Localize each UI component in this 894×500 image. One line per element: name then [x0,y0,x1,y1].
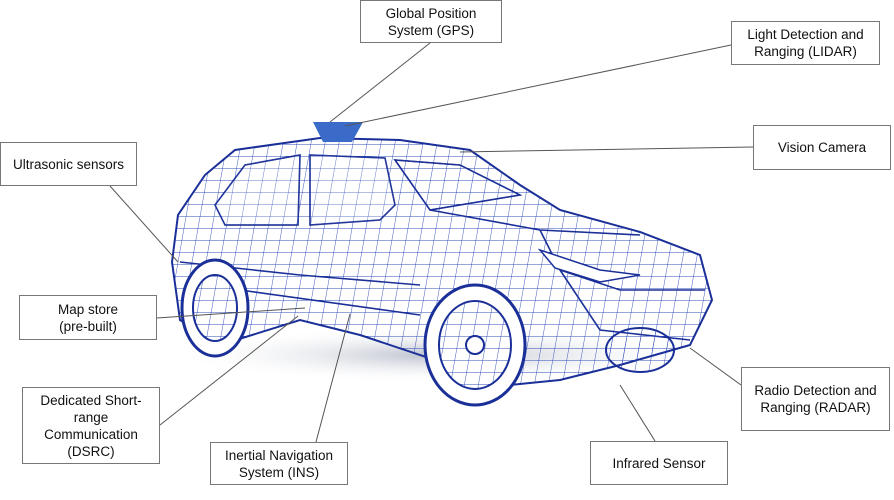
leader-lines [109,42,754,443]
lidar-label: Light Detection and Ranging (LIDAR) [731,21,880,65]
infrared-label: Infrared Sensor [590,441,728,485]
front-wheel [423,283,527,407]
rear-wheel [180,258,250,358]
vision-camera-label: Vision Camera [753,125,891,170]
dsrc-label: Dedicated Short- range Communication (DS… [22,387,160,464]
front-right-wheel [605,327,675,373]
ins-label: Inertial Navigation System (INS) [210,442,348,485]
gps-antenna-icon [313,122,363,142]
car-body [170,136,714,387]
ultrasonic-label: Ultrasonic sensors [0,142,137,186]
headlight [537,248,641,283]
gps-label: Global Position System (GPS) [360,0,502,43]
map-store-label: Map store (pre-built) [19,295,157,340]
radar-label: Radio Detection and Ranging (RADAR) [741,367,890,431]
